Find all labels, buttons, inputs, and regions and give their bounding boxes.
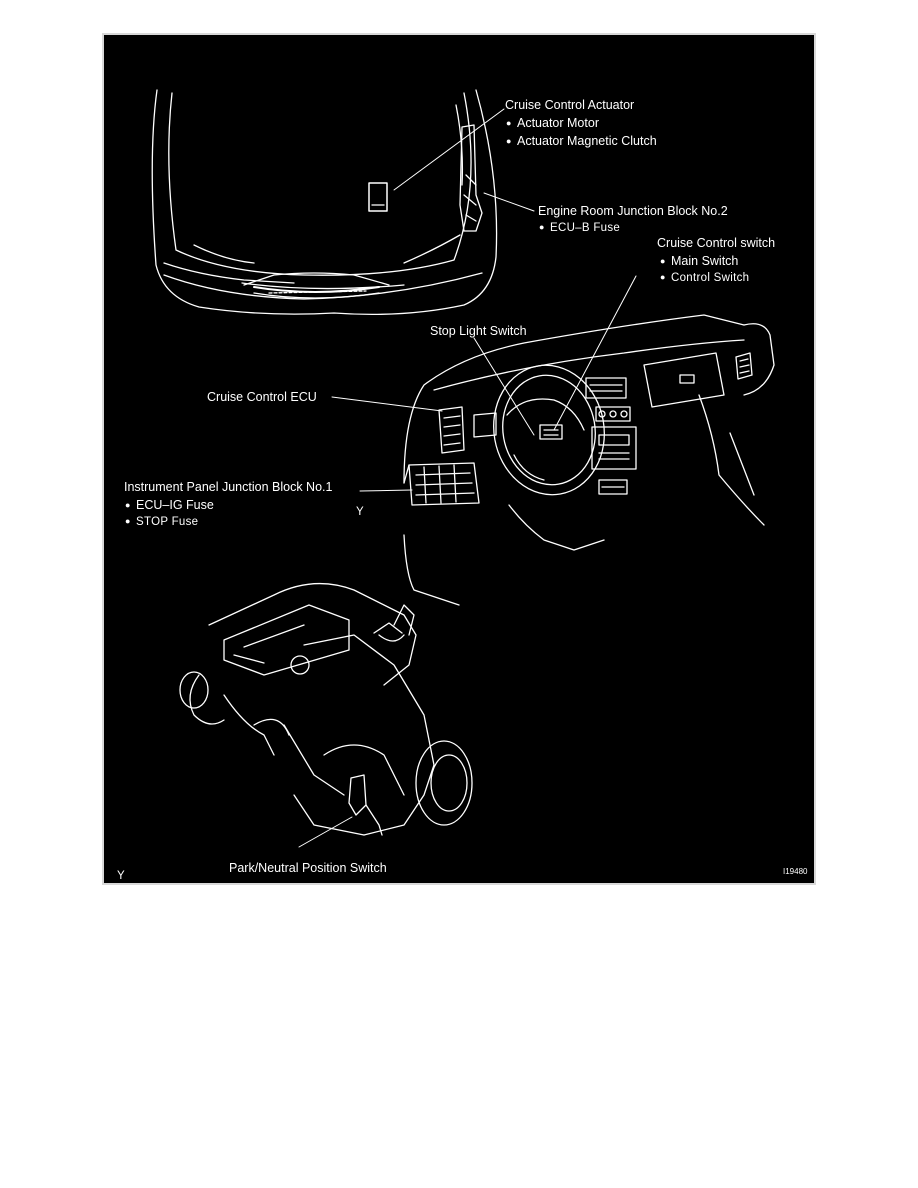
leader-lines	[298, 108, 637, 848]
figure-code: I19480	[783, 867, 808, 876]
label-park-neutral-position-switch: Park/Neutral Position Switch	[229, 861, 387, 875]
label-engine-room-junction-block: Engine Room Junction Block No.2	[538, 204, 728, 218]
dashboard-illustration	[403, 314, 775, 606]
label-instrument-panel-junction-block: Instrument Panel Junction Block No.1	[124, 480, 333, 494]
label-actuator-motor: Actuator Motor	[506, 117, 599, 130]
diagram-artwork	[151, 89, 775, 848]
label-actuator-magnetic-clutch: Actuator Magnetic Clutch	[506, 135, 657, 148]
label-ecu-b-fuse: ECU–B Fuse	[539, 222, 620, 235]
vehicle-front-illustration	[151, 89, 498, 316]
label-ecu-ig-fuse: ECU–IG Fuse	[125, 499, 214, 512]
label-stop-fuse: STOP Fuse	[125, 516, 198, 529]
label-stop-light-switch: Stop Light Switch	[430, 324, 527, 338]
label-cruise-control-actuator: Cruise Control Actuator	[505, 98, 635, 112]
transmission-illustration	[179, 582, 473, 836]
label-control-switch: Control Switch	[660, 272, 749, 285]
mark-y-corner: Y	[117, 870, 125, 882]
label-cruise-control-switch: Cruise Control switch	[657, 236, 776, 250]
label-main-switch: Main Switch	[660, 255, 738, 268]
component-location-diagram: Cruise Control Actuator Actuator Motor A…	[102, 33, 816, 885]
label-cruise-control-ecu: Cruise Control ECU	[207, 390, 317, 404]
mark-y-middle: Y	[356, 506, 364, 518]
